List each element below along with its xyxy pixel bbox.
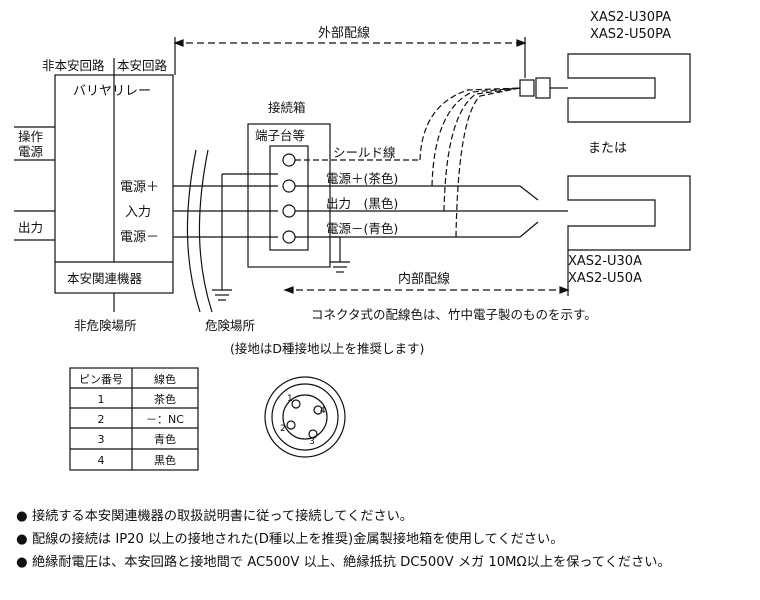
non-hazardous-label: 非危険場所 xyxy=(74,318,137,333)
terminal xyxy=(282,179,296,193)
shield-wire-label: シールド線 xyxy=(333,145,396,160)
brown-wire-label: 電源＋(茶色) xyxy=(326,171,398,186)
pin-table-header-color: 線色 xyxy=(154,372,176,386)
pin-table-cell: 茶色 xyxy=(154,392,176,406)
bullet-icon: ● xyxy=(16,555,28,570)
input-label: 入力 xyxy=(125,205,151,220)
boundary-curve-left xyxy=(186,149,201,313)
power-minus-label: 電源－ xyxy=(120,230,159,245)
bullet-icon: ● xyxy=(16,532,28,547)
sensor-pa-model-2: XAS2-U50PA xyxy=(590,27,671,42)
connector-pin xyxy=(308,429,318,439)
junction-box-label: 接続箱 xyxy=(268,100,306,115)
note-item: ●絶縁耐電圧は、本安回路と接地間で AC500V 以上、絶縁抵抗 DC500V … xyxy=(16,551,756,574)
sensor-pa xyxy=(567,53,691,123)
connector-pin-label: 1 xyxy=(287,394,293,404)
pin-table-cell: －：NC xyxy=(146,413,184,426)
sensor-a-model-1: XAS2-U30A xyxy=(568,254,642,269)
note-item: ●接続する本安関連機器の取扱説明書に従って接続してください。 xyxy=(16,505,756,528)
relay-label: バリヤリレー xyxy=(73,84,151,99)
connector-face xyxy=(264,376,346,458)
blue-wire-label: 電源－(青色) xyxy=(326,221,398,236)
notes-list: ●接続する本安関連機器の取扱説明書に従って接続してください。 ●配線の接続は I… xyxy=(16,505,756,574)
pin-table-cell: 4 xyxy=(98,454,105,467)
connector-pin xyxy=(291,399,301,409)
cable-connector xyxy=(519,79,535,97)
sensor-a-model-2: XAS2-U50A xyxy=(568,271,642,286)
connector-pin xyxy=(313,405,323,415)
terminal xyxy=(282,153,296,167)
pin-table-cell: 1 xyxy=(98,393,105,406)
output-label: 出力 xyxy=(18,220,43,235)
junction-box xyxy=(247,123,331,268)
safe-circuit-label: 本安回路 xyxy=(117,58,168,73)
connector-pin-label: 4 xyxy=(320,406,326,416)
non-safe-circuit-label: 非本安回路 xyxy=(42,58,105,73)
power-plus-label: 電源＋ xyxy=(120,180,159,195)
safety-device-label: 本安関連機器 xyxy=(67,271,143,286)
or-label: または xyxy=(588,141,627,156)
pin-table-header-pin: ピン番号 xyxy=(79,373,123,386)
ground-note: (接地はD種接地以上を推奨します) xyxy=(230,341,424,356)
connector-pin-label: 3 xyxy=(309,437,315,447)
pin-table-cell: 青色 xyxy=(154,432,176,446)
sensor-a xyxy=(567,175,691,251)
bullet-icon: ● xyxy=(16,509,28,524)
terminal xyxy=(282,204,296,218)
connector-pin xyxy=(286,420,296,430)
pin-table-cell: 2 xyxy=(98,413,105,426)
hazardous-label: 危険場所 xyxy=(205,318,255,333)
boundary-curve-right xyxy=(198,149,213,313)
sensor-pa-model-1: XAS2-U30PA xyxy=(590,10,671,25)
pin-table-cell: 黒色 xyxy=(154,453,176,467)
pin-table xyxy=(69,367,199,471)
pin-table-cell: 3 xyxy=(98,433,105,446)
junction-box-sublabel: 端子台等 xyxy=(255,128,305,143)
note-item: ●配線の接続は IP20 以上の接地された(D種以上を推奨)金属製接地箱を使用し… xyxy=(16,528,756,551)
connector-note: コネクタ式の配線色は、竹中電子製のものを示す。 xyxy=(311,307,597,322)
external-wiring-label: 外部配線 xyxy=(318,25,370,41)
internal-wiring-label: 内部配線 xyxy=(398,271,450,287)
connector-pin-label: 2 xyxy=(280,424,286,434)
black-wire-label: 出力 (黒色) xyxy=(326,196,398,211)
operating-power-label: 操作電源 xyxy=(18,129,44,159)
terminal xyxy=(282,230,296,244)
